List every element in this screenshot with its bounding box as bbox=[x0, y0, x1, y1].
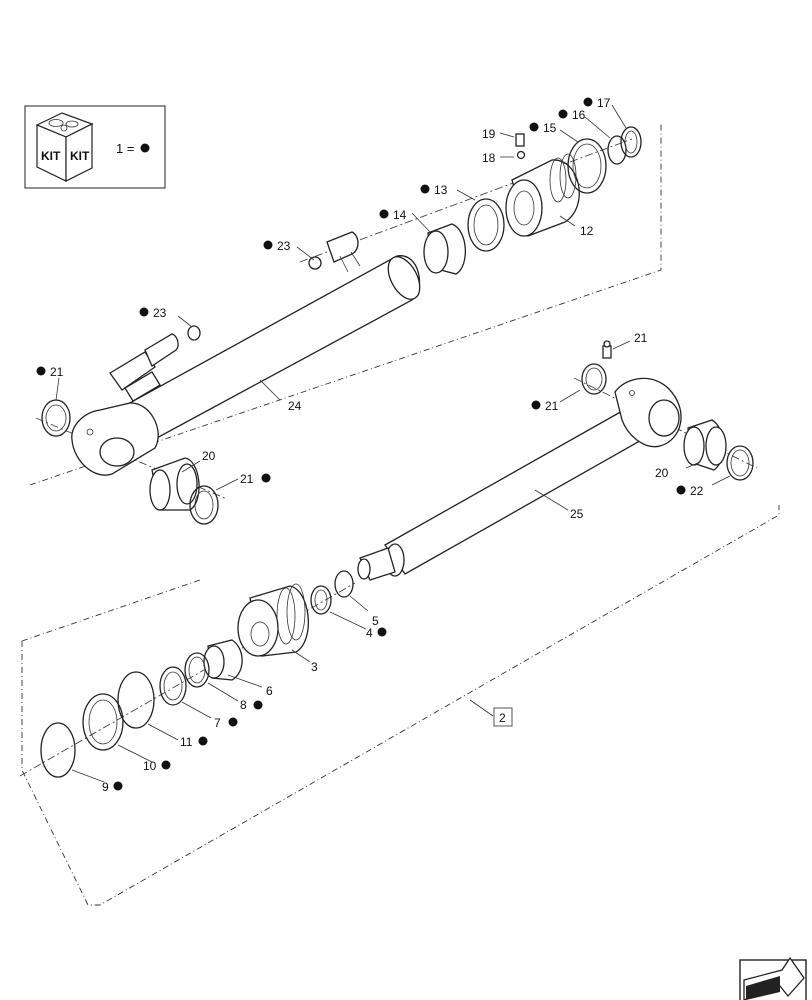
cylinder-head-12 bbox=[505, 153, 580, 237]
o-ring-9 bbox=[40, 722, 76, 778]
ring-17 bbox=[620, 126, 642, 158]
callout-12: 12 bbox=[580, 224, 594, 238]
leader-lines bbox=[55, 104, 731, 783]
callout-9: 9 bbox=[102, 780, 109, 794]
callout-14: 14 bbox=[393, 208, 407, 222]
kit-text-right: KIT bbox=[70, 149, 90, 163]
callout-19: 19 bbox=[482, 127, 496, 141]
group-outlines bbox=[21, 122, 780, 906]
ring-16 bbox=[607, 135, 627, 165]
o-ring-23-top bbox=[308, 256, 322, 270]
callout-21a: 21 bbox=[50, 365, 64, 379]
callout-10: 10 bbox=[143, 759, 157, 773]
bushing-20-right bbox=[683, 419, 727, 471]
callout-15: 15 bbox=[543, 121, 557, 135]
callout-11: 11 bbox=[180, 735, 193, 749]
callout-labels: 23 23 21 24 20 21 14 13 19 18 15 16 17 1… bbox=[36, 96, 704, 794]
spacer-6 bbox=[203, 639, 243, 681]
seal-ring-21-left bbox=[189, 485, 219, 525]
callout-22: 21 bbox=[634, 331, 648, 345]
kit-legend: KIT KIT 1 = bbox=[24, 105, 166, 189]
bushing-20-left bbox=[149, 457, 200, 511]
callout-6: 6 bbox=[266, 684, 273, 698]
callout-25: 25 bbox=[570, 507, 584, 521]
callout-5: 5 bbox=[372, 614, 379, 628]
ring-15 bbox=[567, 138, 607, 194]
callout-18: 18 bbox=[482, 151, 496, 165]
o-ring-11 bbox=[117, 671, 155, 729]
next-page-arrow-icon[interactable] bbox=[739, 956, 807, 1000]
ring-8 bbox=[184, 652, 210, 688]
bushing-14 bbox=[423, 223, 467, 275]
kit-legend-equals: 1 = bbox=[116, 141, 134, 156]
piston-rod-25 bbox=[357, 377, 682, 581]
callout-7: 7 bbox=[214, 716, 221, 730]
piston-3 bbox=[237, 583, 309, 657]
kit-dot-icon bbox=[140, 143, 150, 153]
callout-17: 17 bbox=[597, 96, 611, 110]
callout-21c: 21 bbox=[545, 399, 559, 413]
cylinder-barrel bbox=[71, 231, 421, 476]
callout-3: 3 bbox=[311, 660, 318, 674]
callout-13: 13 bbox=[434, 183, 448, 197]
callout-20b: 20 bbox=[655, 466, 669, 480]
callout-24: 24 bbox=[288, 399, 302, 413]
ring-4 bbox=[310, 585, 332, 615]
ring-7 bbox=[159, 666, 187, 706]
callout-21d: 22 bbox=[690, 484, 704, 498]
callout-4: 4 bbox=[366, 626, 373, 640]
o-ring-23-left bbox=[187, 325, 201, 341]
seal-ring-21-right bbox=[726, 445, 754, 481]
callout-21b: 21 bbox=[240, 472, 254, 486]
group-label: 2 bbox=[499, 711, 506, 725]
callout-23a: 23 bbox=[277, 239, 291, 253]
grease-nipple-19 bbox=[515, 133, 525, 147]
kit-box-icon: KIT KIT bbox=[35, 112, 94, 182]
kit-text-left: KIT bbox=[41, 149, 61, 163]
seal-ring-21-rod bbox=[581, 363, 607, 395]
ball-18 bbox=[516, 150, 526, 160]
callout-20a: 20 bbox=[202, 449, 216, 463]
snap-ring-5 bbox=[334, 570, 354, 598]
callout-16: 16 bbox=[572, 108, 586, 122]
callout-8: 8 bbox=[240, 698, 247, 712]
callout-23b: 23 bbox=[153, 306, 167, 320]
group-reference-2: 2 bbox=[493, 707, 513, 727]
ring-10 bbox=[82, 693, 124, 751]
grease-nipple-22 bbox=[602, 340, 612, 359]
ring-13 bbox=[467, 198, 505, 252]
